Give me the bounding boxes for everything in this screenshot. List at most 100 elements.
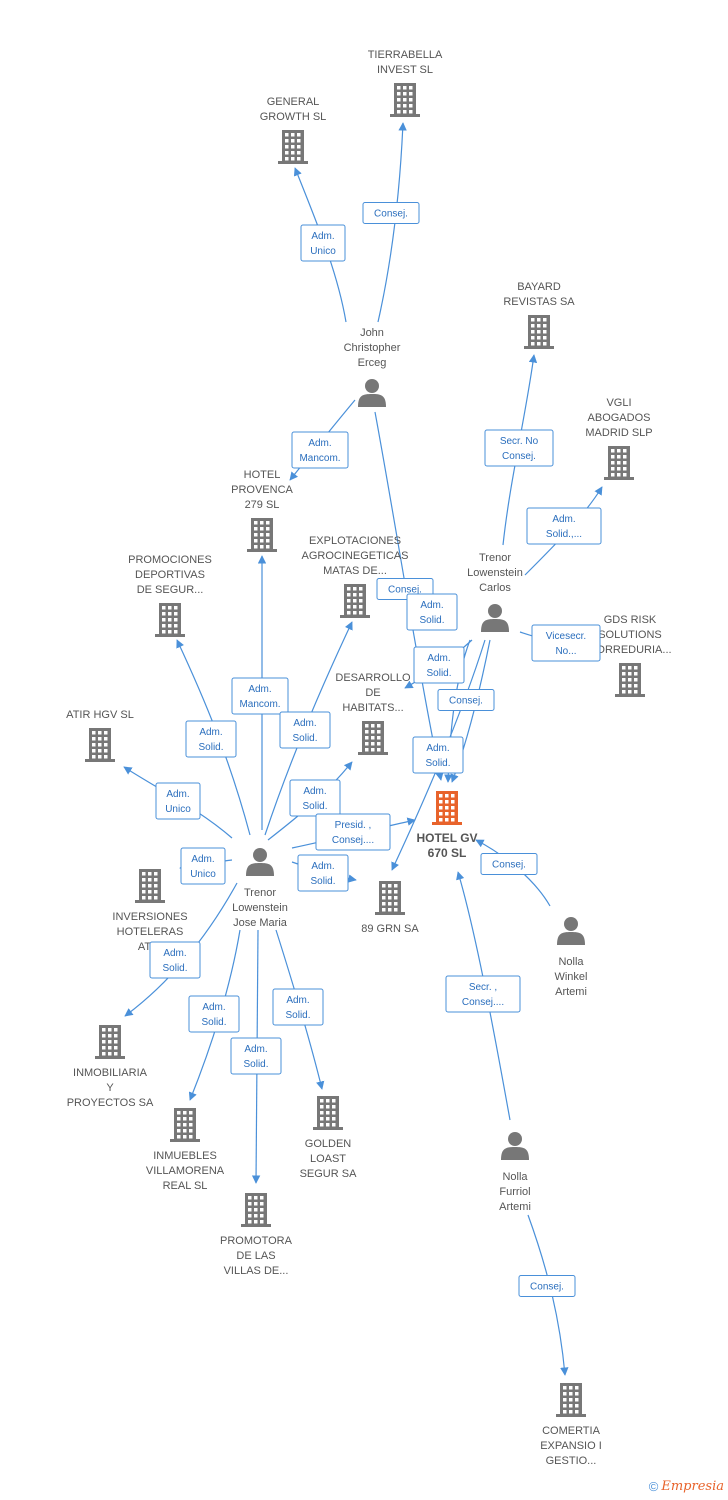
building-icon[interactable] — [358, 721, 388, 755]
person-icon[interactable] — [481, 604, 509, 632]
building-window — [108, 1040, 112, 1044]
edge-label[interactable]: Adm.Solid. — [289, 779, 341, 817]
edge-label[interactable]: Adm.Unico — [300, 224, 346, 262]
edge-label[interactable]: Secr. ,Consej.... — [445, 975, 521, 1013]
building-window — [114, 1034, 118, 1038]
building-icon[interactable] — [278, 130, 308, 164]
building-icon[interactable] — [432, 791, 462, 825]
building-window — [168, 630, 172, 634]
edge-label[interactable]: Adm.Solid. — [185, 720, 237, 758]
building-window — [148, 878, 152, 882]
building-icon[interactable] — [604, 446, 634, 480]
building-window — [353, 587, 357, 591]
building-icon[interactable] — [313, 1096, 343, 1130]
person-icon[interactable] — [557, 917, 585, 945]
edge-label-text: Adm. — [244, 1044, 267, 1055]
edge-label[interactable]: Adm.Solid. — [412, 736, 464, 774]
building-window — [254, 1214, 258, 1218]
building-base — [278, 161, 308, 164]
building-icon[interactable] — [135, 869, 165, 903]
edge-label[interactable]: Adm.Mancom. — [231, 677, 289, 715]
node-label: VGLI — [606, 397, 631, 409]
building-window — [285, 133, 289, 137]
edge-label[interactable]: Adm.Mancom. — [291, 431, 349, 469]
edge-label-text: Consej. — [492, 860, 526, 871]
building-icon[interactable] — [85, 728, 115, 762]
edge-label-text: Solid.,... — [546, 529, 582, 540]
building-icon[interactable] — [524, 315, 554, 349]
building-icon[interactable] — [95, 1025, 125, 1059]
node-gds[interactable]: GDS RISKSOLUTIONSCORREDURIA... — [588, 614, 672, 697]
building-window — [543, 336, 547, 340]
node-label: TIERRABELLA — [368, 49, 443, 61]
edge-label-text: Unico — [165, 804, 191, 815]
building-window — [108, 1046, 112, 1050]
node-inversiones[interactable]: INVERSIONESHOTELERASATIR — [112, 869, 188, 953]
node-desarrollo[interactable]: DESARROLLODEHABITATS... — [335, 672, 411, 755]
building-icon[interactable] — [241, 1193, 271, 1227]
edge-label[interactable]: Consej. — [480, 853, 538, 875]
person-icon[interactable] — [358, 379, 386, 407]
building-window — [177, 1117, 181, 1121]
edge-label-text: Adm. — [311, 231, 334, 242]
brand-logo[interactable]: Empresia — [661, 1479, 724, 1494]
edge-label[interactable]: Adm.Solid. — [413, 646, 465, 684]
edge-label[interactable]: Adm.Unico — [180, 847, 226, 885]
building-icon[interactable] — [615, 663, 645, 697]
edge-label[interactable]: Presid. ,Consej.... — [315, 813, 391, 851]
edge-label-text: Adm. — [191, 854, 214, 865]
person-icon[interactable] — [246, 848, 274, 876]
building-icon[interactable] — [556, 1383, 586, 1417]
building-window — [297, 139, 301, 143]
edge-label[interactable]: Adm.Solid. — [297, 854, 349, 892]
building-window — [174, 606, 178, 610]
edge-label[interactable]: Consej. — [362, 202, 420, 224]
building-icon[interactable] — [170, 1108, 200, 1142]
building-icon[interactable] — [247, 518, 277, 552]
building-icon[interactable] — [155, 603, 185, 637]
node-atir[interactable]: ATIR HGV SL — [66, 709, 134, 762]
edge-label-text: Adm. — [311, 861, 334, 872]
person-icon[interactable] — [501, 1132, 529, 1160]
building-icon[interactable] — [375, 881, 405, 915]
building-window — [628, 678, 632, 682]
building-window — [537, 324, 541, 328]
edge-label[interactable]: Adm.Solid. — [279, 711, 331, 749]
building-window — [365, 730, 369, 734]
edge-label[interactable]: Adm.Solid.,... — [526, 507, 602, 545]
node-grn[interactable]: 89 GRN SA — [361, 881, 419, 935]
edge-label[interactable]: Adm.Solid. — [188, 995, 240, 1033]
edge-label[interactable]: Adm.Solid. — [230, 1037, 282, 1075]
building-window — [623, 467, 627, 471]
edge-label[interactable]: Adm.Unico — [155, 782, 201, 820]
building-window — [297, 145, 301, 149]
edge-label[interactable]: Consej. — [518, 1275, 576, 1297]
edge-label[interactable]: Consej. — [437, 689, 495, 711]
building-icon[interactable] — [390, 83, 420, 117]
edge-label[interactable]: Adm.Solid. — [272, 988, 324, 1026]
edge-label[interactable]: Adm.Solid. — [149, 941, 201, 979]
building-icon[interactable] — [340, 584, 370, 618]
building-window — [543, 342, 547, 346]
edge-label[interactable]: Adm.Solid. — [406, 593, 458, 631]
edge-label[interactable]: Vicesecr.No... — [531, 624, 601, 662]
